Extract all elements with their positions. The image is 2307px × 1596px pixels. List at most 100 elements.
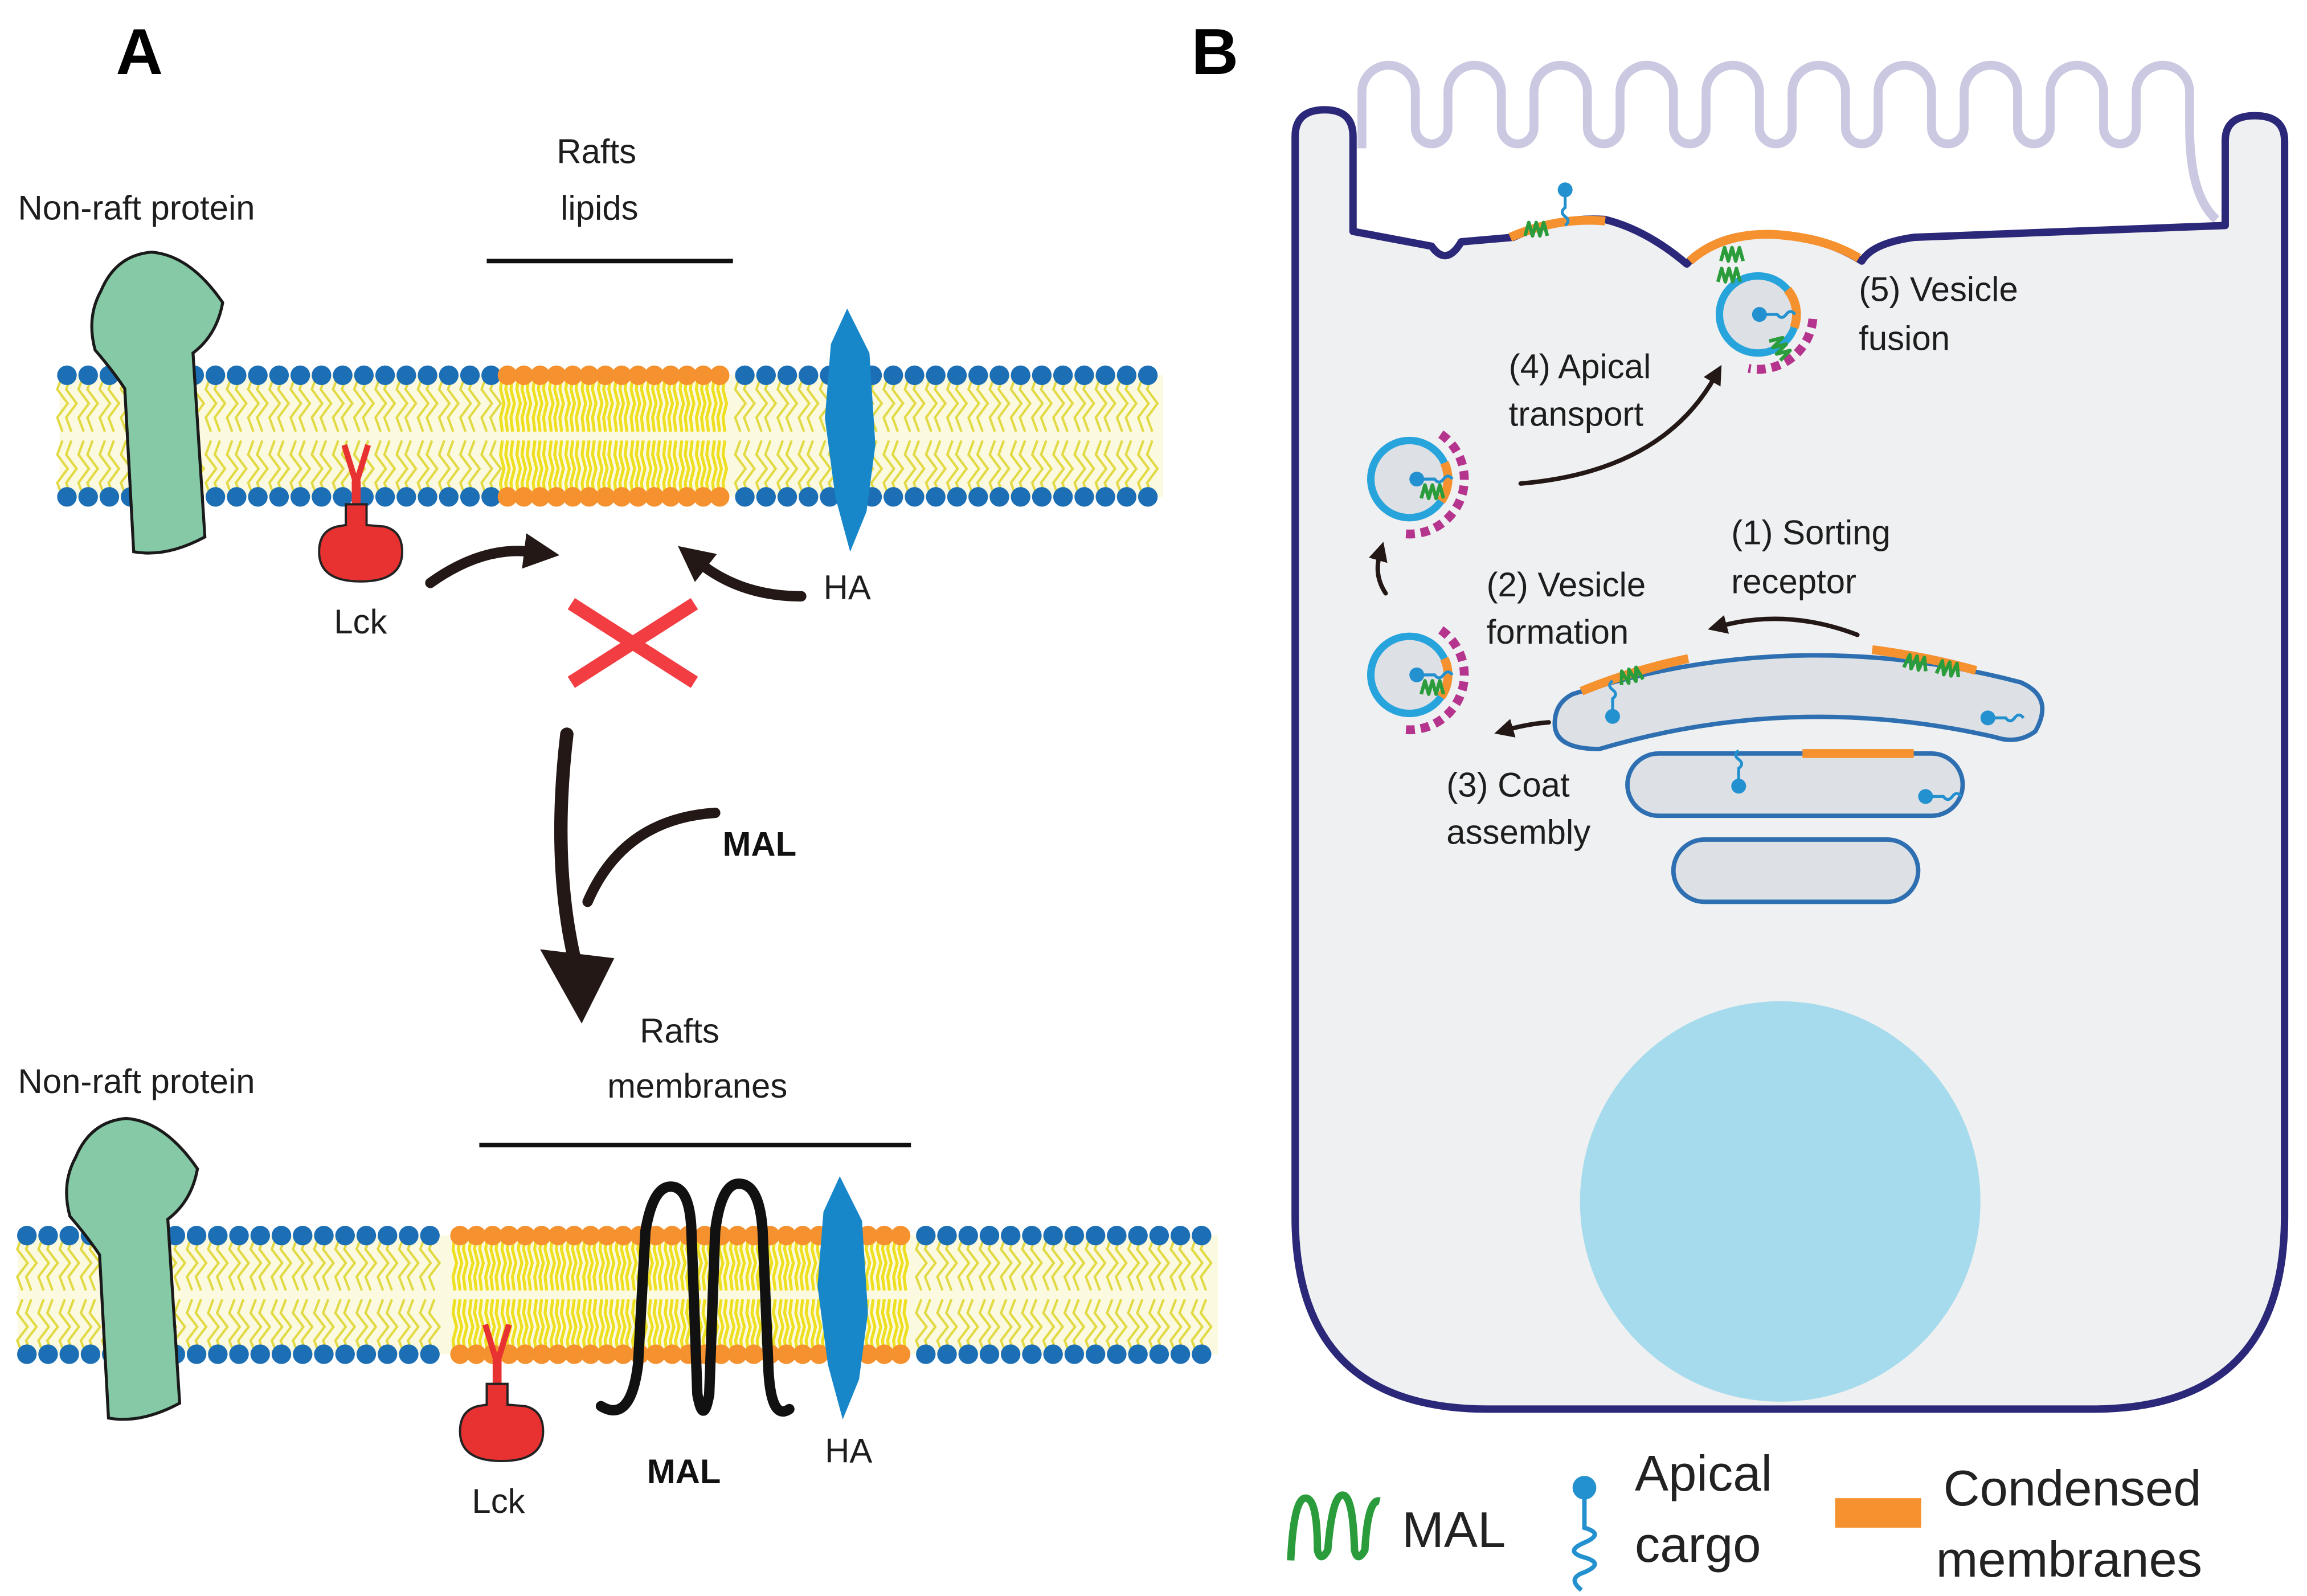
legend-mal-label: MAL bbox=[1402, 1501, 1506, 1558]
lipid-head bbox=[1138, 487, 1158, 507]
lipid-head bbox=[1149, 1226, 1169, 1246]
lipid-head bbox=[777, 365, 797, 386]
lipid-tail bbox=[797, 375, 811, 432]
lipid-head bbox=[735, 487, 755, 507]
step-4-label-line-2: transport bbox=[1509, 395, 1644, 433]
lipid-tail bbox=[598, 1235, 606, 1291]
lipid-head bbox=[208, 1344, 228, 1364]
lipid-tail bbox=[946, 375, 959, 432]
lipid-head bbox=[820, 487, 840, 507]
lipid-tail bbox=[1094, 375, 1108, 432]
lipid-tail bbox=[664, 1299, 670, 1354]
lipid-head bbox=[290, 487, 310, 507]
raft-lipid-head bbox=[546, 365, 567, 386]
panel-a-label: A bbox=[116, 15, 163, 88]
lipid-tail bbox=[755, 1299, 763, 1354]
lipid-tail bbox=[788, 1299, 795, 1354]
lipid-tail bbox=[480, 375, 494, 432]
lipid-tail bbox=[289, 440, 303, 498]
raft-lipid-head bbox=[467, 1344, 486, 1364]
raft-lipid-head bbox=[499, 1226, 519, 1246]
lipid-tail bbox=[711, 440, 718, 497]
lipid-tail bbox=[1073, 375, 1087, 432]
lipid-tail bbox=[207, 1299, 220, 1355]
nonraft-protein-label: Non-raft protein bbox=[18, 189, 255, 227]
lipid-tail bbox=[527, 1299, 534, 1354]
lipid-head bbox=[947, 365, 967, 386]
step-3-label-line-1: (3) Coat bbox=[1446, 766, 1570, 804]
lipid-head bbox=[1001, 1226, 1021, 1246]
lipid-head bbox=[926, 365, 946, 386]
raft-lipid-head bbox=[612, 365, 632, 386]
lipid-tail bbox=[662, 440, 669, 497]
lipid-tail bbox=[289, 375, 303, 432]
lipid-tail bbox=[678, 375, 685, 432]
lipid-tail bbox=[37, 1235, 51, 1291]
raft-lipid-head bbox=[711, 1344, 731, 1364]
lipid-head bbox=[1053, 365, 1073, 386]
lipid-head bbox=[356, 1226, 377, 1246]
lipid-tail bbox=[247, 375, 260, 432]
lipid-tail bbox=[459, 375, 472, 432]
lipid-head bbox=[1138, 365, 1158, 386]
raft-lipid-head bbox=[563, 487, 583, 507]
raft-lipid-head bbox=[497, 487, 518, 507]
lipid-head bbox=[250, 1344, 271, 1364]
lipid-tail bbox=[564, 440, 571, 497]
lipid-tail bbox=[772, 1235, 779, 1291]
lipid-head bbox=[356, 1344, 377, 1364]
lipid-head bbox=[1095, 365, 1115, 386]
lipid-tail bbox=[739, 1299, 746, 1354]
lipid-head bbox=[312, 487, 332, 507]
raft-lipid-head bbox=[744, 1344, 764, 1364]
lipid-tail bbox=[313, 1299, 326, 1355]
lipid-head bbox=[937, 1344, 957, 1364]
lipid-tail bbox=[723, 1299, 730, 1354]
lipid-tail bbox=[268, 375, 281, 432]
lipid-bilayer bbox=[15, 1226, 1218, 1364]
lipid-tail bbox=[416, 375, 430, 432]
lipid-head bbox=[78, 487, 98, 507]
lipid-tail bbox=[419, 1235, 432, 1291]
lipid-tail bbox=[355, 1235, 369, 1291]
raft-lipid-head bbox=[646, 1226, 666, 1246]
raft-lipid-head bbox=[662, 1344, 682, 1364]
transition-mal-label: MAL bbox=[723, 825, 797, 864]
lipid-tail bbox=[613, 375, 620, 432]
lipid-tail bbox=[204, 440, 218, 498]
lipid-tail bbox=[689, 440, 696, 497]
raft-lipid-head bbox=[677, 365, 697, 386]
lipid-tail bbox=[647, 1299, 655, 1354]
lipid-tail bbox=[936, 1235, 950, 1291]
lipid-tail bbox=[608, 1235, 616, 1291]
lipid-tail bbox=[678, 440, 685, 497]
lipid-tail bbox=[925, 375, 938, 432]
step-2-label-line-1: (2) Vesicle bbox=[1487, 566, 1646, 604]
raft-lipid-head bbox=[548, 1344, 568, 1364]
lipid-tail bbox=[876, 1299, 883, 1354]
lipid-tail bbox=[77, 440, 91, 498]
legend-condensed-label-line-1: Condensed bbox=[1944, 1460, 2202, 1516]
lipid-tail bbox=[662, 375, 669, 432]
transition-arrow-head bbox=[540, 949, 615, 1024]
lipid-tail bbox=[988, 375, 1002, 432]
lipid-tail bbox=[226, 375, 239, 432]
lipid-head bbox=[883, 487, 903, 507]
lipid-tail bbox=[640, 440, 647, 497]
lipid-head bbox=[290, 365, 310, 386]
lipid-head bbox=[481, 365, 501, 386]
lipid-tail bbox=[543, 1235, 550, 1291]
lipid-head bbox=[205, 365, 226, 386]
nucleus bbox=[1580, 1001, 1981, 1402]
lipid-head bbox=[396, 487, 416, 507]
lipid-tail bbox=[705, 440, 712, 497]
raft-lipid-head bbox=[467, 1226, 486, 1246]
lipid-tail bbox=[721, 440, 729, 497]
lipid-tail bbox=[228, 1235, 242, 1291]
lipid-tail bbox=[946, 440, 959, 498]
lipid-head bbox=[420, 1226, 440, 1246]
rafts-lipids-title-line-2: lipids bbox=[561, 189, 638, 227]
raft-lipid-head bbox=[727, 1344, 747, 1364]
lipid-head bbox=[229, 1226, 249, 1246]
lipid-tail bbox=[694, 375, 702, 432]
